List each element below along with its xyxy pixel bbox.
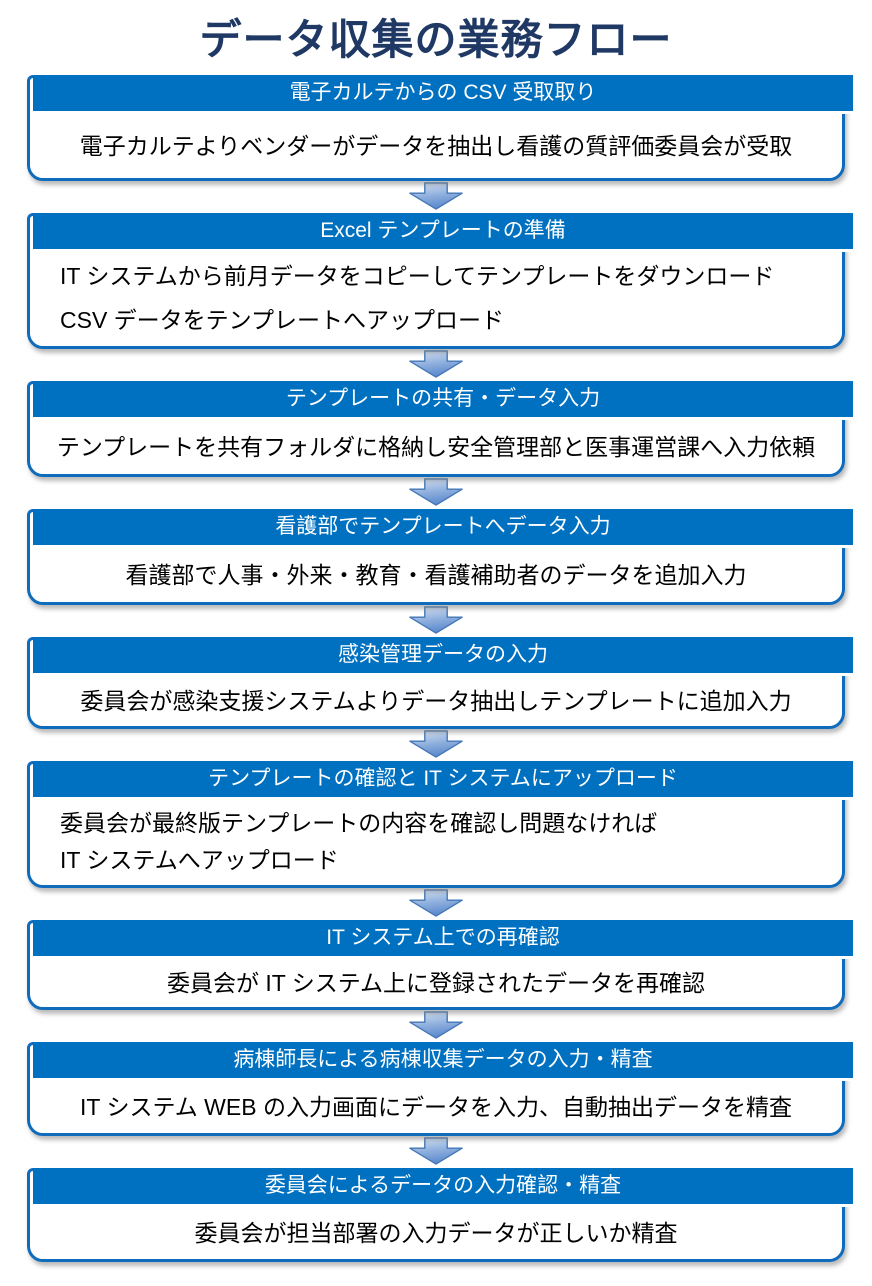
step-body: 委員会が担当部署の入力データが正しいか精査 [30,1207,842,1259]
step-box: IT システム上での再確認委員会が IT システム上に登録されたデータを再確認 [27,920,853,1010]
flow-connector [0,349,872,381]
step-box: 委員会によるデータの入力確認・精査委員会が担当部署の入力データが正しいか精査 [27,1168,853,1262]
step-header: 看護部でテンプレートへデータ入力 [33,509,853,548]
flow-step: テンプレートの共有・データ入力テンプレートを共有フォルダに格納し安全管理部と医事… [0,381,872,477]
step-body: IT システム WEB の入力画面にデータを入力、自動抽出データを精査 [30,1081,842,1133]
flow-step: 電子カルテからの CSV 受取取り電子カルテよりベンダーがデータを抽出し看護の質… [0,75,872,181]
page-title: データ収集の業務フロー [199,16,673,63]
step-text-line: IT システム WEB の入力画面にデータを入力、自動抽出データを精査 [80,1094,792,1120]
step-body: テンプレートを共有フォルダに格納し安全管理部と医事運営課へ入力依頼 [30,420,842,474]
flow-connector [0,605,872,637]
flow-step: 感染管理データの入力委員会が感染支援システムよりデータ抽出しテンプレートに追加入… [0,637,872,729]
step-body: 委員会が IT システム上に登録されたデータを再確認 [30,959,842,1007]
step-box: テンプレートの共有・データ入力テンプレートを共有フォルダに格納し安全管理部と医事… [27,381,853,477]
step-text-line: 委員会が IT システム上に登録されたデータを再確認 [166,970,706,996]
step-body: 電子カルテよりベンダーがデータを抽出し看護の質評価委員会が受取 [30,114,842,178]
step-body: 看護部で人事・外来・教育・看護補助者のデータを追加入力 [30,548,842,602]
flow-connector [0,729,872,761]
flow-step: 看護部でテンプレートへデータ入力看護部で人事・外来・教育・看護補助者のデータを追… [0,509,872,605]
down-arrow-icon [409,1137,463,1165]
down-arrow-icon [409,478,463,506]
flowchart-page: データ収集の業務フロー 電子カルテからの CSV 受取取り電子カルテよりベンダー… [0,12,872,1286]
step-body: IT システムから前月データをコピーしてテンプレートをダウンロード CSV データ… [30,252,842,346]
flow-connector [0,1136,872,1168]
step-text-line: IT システムから前月データをコピーしてテンプレートをダウンロード [60,263,775,289]
flow-connector [0,181,872,213]
step-header: 感染管理データの入力 [33,637,853,676]
step-header: テンプレートの共有・データ入力 [33,381,853,420]
flow-step: IT システム上での再確認委員会が IT システム上に登録されたデータを再確認 [0,920,872,1010]
step-text-line: CSV データをテンプレートへアップロード [60,307,504,333]
down-arrow-icon [409,889,463,917]
down-arrow-icon [409,182,463,210]
flow-step: テンプレートの確認と IT システムにアップロード委員会が最終版テンプレートの内… [0,761,872,888]
step-header: テンプレートの確認と IT システムにアップロード [33,761,853,800]
flow-step: 委員会によるデータの入力確認・精査委員会が担当部署の入力データが正しいか精査 [0,1168,872,1262]
step-body: 委員会が最終版テンプレートの内容を確認し問題なければ IT システムへアップロード [30,800,842,885]
flow-container: 電子カルテからの CSV 受取取り電子カルテよりベンダーがデータを抽出し看護の質… [0,75,872,1262]
step-text-line: 委員会が担当部署の入力データが正しいか精査 [194,1220,678,1246]
flow-connector [0,888,872,920]
flow-connector [0,1010,872,1042]
step-box: 看護部でテンプレートへデータ入力看護部で人事・外来・教育・看護補助者のデータを追… [27,509,853,605]
step-header: 委員会によるデータの入力確認・精査 [33,1168,853,1207]
step-box: 感染管理データの入力委員会が感染支援システムよりデータ抽出しテンプレートに追加入… [27,637,853,729]
step-body: 委員会が感染支援システムよりデータ抽出しテンプレートに追加入力 [30,676,842,726]
step-text-line: 委員会が感染支援システムよりデータ抽出しテンプレートに追加入力 [80,688,792,714]
step-text-line: 看護部で人事・外来・教育・看護補助者のデータを追加入力 [125,562,747,588]
down-arrow-icon [409,1011,463,1039]
step-box: 電子カルテからの CSV 受取取り電子カルテよりベンダーがデータを抽出し看護の質… [27,75,853,181]
step-text-line: 委員会が最終版テンプレートの内容を確認し問題なければ [60,810,658,836]
step-header: 病棟師長による病棟収集データの入力・精査 [33,1042,853,1081]
down-arrow-icon [409,606,463,634]
step-header: Excel テンプレートの準備 [33,213,853,252]
step-header: IT システム上での再確認 [33,920,853,959]
step-box: テンプレートの確認と IT システムにアップロード委員会が最終版テンプレートの内… [27,761,853,888]
step-text-line: テンプレートを共有フォルダに格納し安全管理部と医事運営課へ入力依頼 [56,434,816,460]
flow-connector [0,477,872,509]
down-arrow-icon [409,730,463,758]
flow-step: 病棟師長による病棟収集データの入力・精査 IT システム WEB の入力画面にデー… [0,1042,872,1136]
down-arrow-icon [409,350,463,378]
step-header: 電子カルテからの CSV 受取取り [33,75,853,114]
step-text-line: 電子カルテよりベンダーがデータを抽出し看護の質評価委員会が受取 [79,133,793,159]
step-box: 病棟師長による病棟収集データの入力・精査 IT システム WEB の入力画面にデー… [27,1042,853,1136]
step-text-line: IT システムへアップロード [60,847,339,873]
